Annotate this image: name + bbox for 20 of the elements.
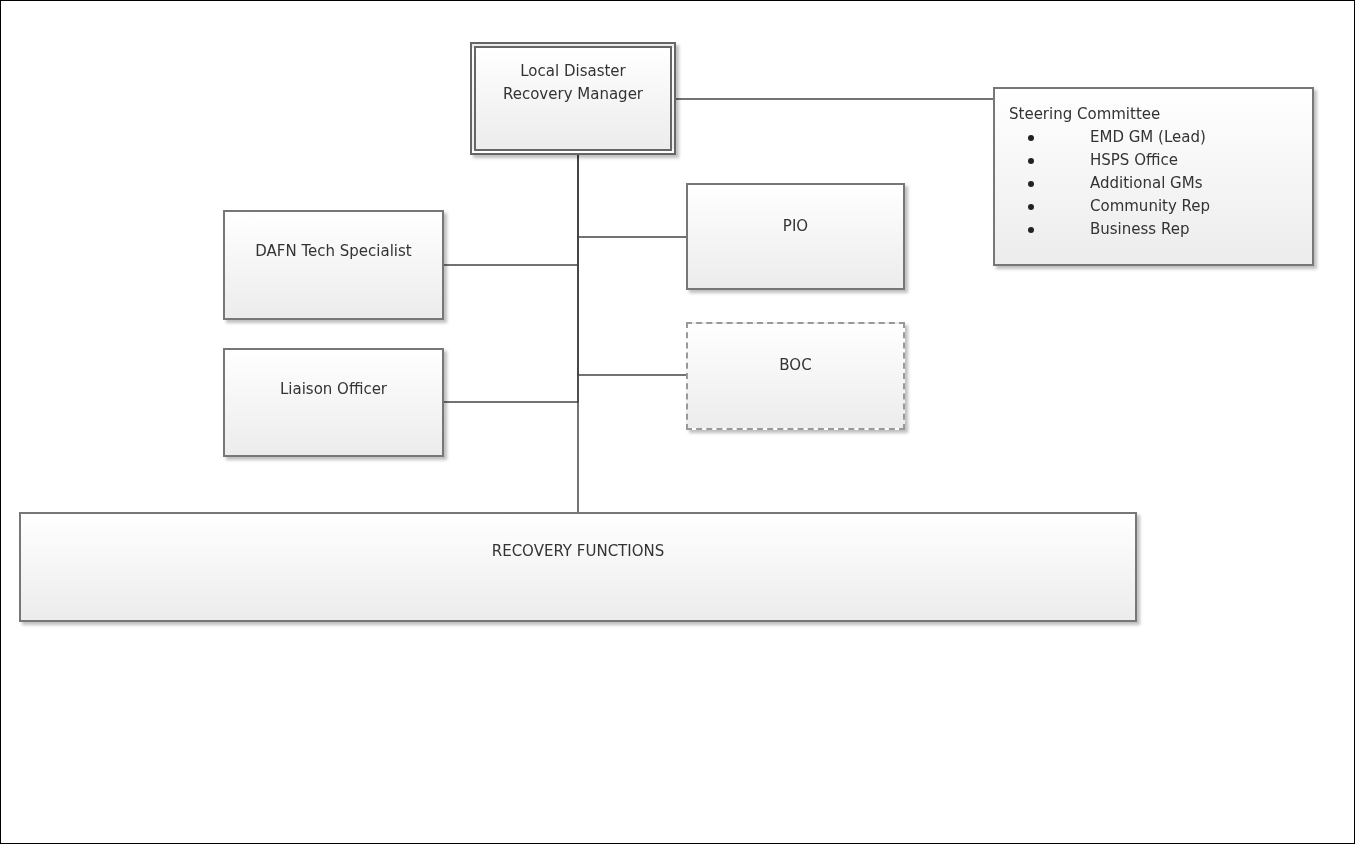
box-title: RECOVERY FUNCTIONS [490, 541, 666, 562]
committee-box [993, 87, 1314, 266]
role-box [686, 322, 905, 430]
list-item: Additional GMs [1009, 172, 1312, 195]
list-item: EMD GM (Lead) [1009, 126, 1312, 149]
list-item: HSPS Office [1009, 149, 1312, 172]
heading: Steering Committee [1009, 104, 1162, 125]
role-box [223, 348, 444, 457]
box-title: Liaison Officer [278, 379, 389, 400]
connector-line [675, 98, 994, 100]
functions-bar [19, 512, 1137, 622]
list-item: Business Rep [1009, 218, 1312, 241]
manager-box [470, 42, 676, 155]
box-title: PIO [781, 216, 810, 237]
box-title: BOC [778, 355, 813, 376]
role-box [223, 210, 444, 320]
list-item: Community Rep [1009, 195, 1312, 218]
box-title: DAFN Tech Specialist [254, 241, 413, 262]
box-title: Local Disaster Recovery Manager [501, 61, 645, 105]
role-box [686, 183, 905, 290]
